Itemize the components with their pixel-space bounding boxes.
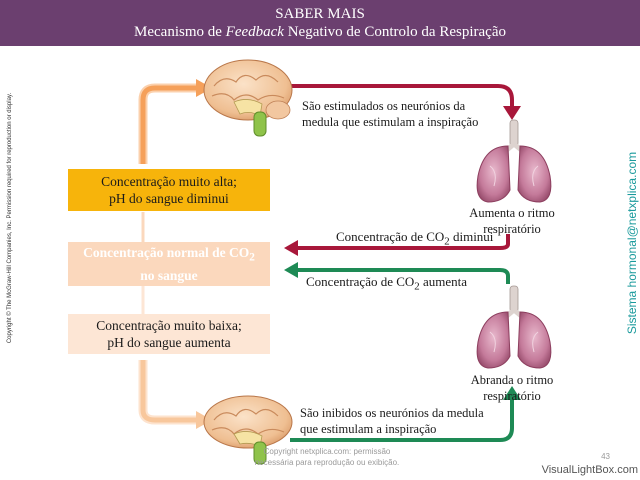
copyright-notice: Copyright © The McGraw-Hill Companies, I… xyxy=(7,92,13,344)
co2-increase-label: Concentração de CO2 aumenta xyxy=(306,274,468,293)
slide-number: 43 xyxy=(601,452,610,461)
orange-arrow-up xyxy=(138,79,212,164)
lungs-icon xyxy=(476,119,552,203)
stimulated-label: São estimulados os neurónios da medula q… xyxy=(302,99,479,129)
high-co2-line1: Concentração muito alta; xyxy=(101,174,237,189)
slide-subtitle: Mecanismo de Feedback Negativo de Contro… xyxy=(134,24,506,40)
brain-icon xyxy=(203,59,293,137)
watermark: Copyright netxplica.com: permissão neces… xyxy=(254,447,400,467)
green-arrow-middle xyxy=(284,262,510,284)
brand-label: Sistema hormonal@netxplica.com xyxy=(625,151,639,335)
slide-title: SABER MAIS xyxy=(275,6,365,22)
high-co2-box: Concentração muito alta; pH do sangue dim… xyxy=(68,169,270,211)
slide-header: SABER MAIS Mecanismo de Feedback Negativ… xyxy=(0,0,640,46)
normal-co2-box: Concentração normal de CO2 no sangue xyxy=(68,242,270,286)
co2-decrease-label: Concentração de CO2 diminui xyxy=(336,229,494,248)
low-co2-line1: Concentração muito baixa; xyxy=(96,318,242,333)
inhibited-label: São inibidos os neurónios da medula que … xyxy=(300,406,484,436)
green-arrow-bottom xyxy=(290,386,521,442)
low-co2-line2: pH do sangue aumenta xyxy=(107,335,231,350)
decrease-rate-label: Abranda o ritmo respiratório xyxy=(470,373,554,403)
high-co2-line2: pH do sangue diminui xyxy=(109,191,229,206)
red-arrow-middle xyxy=(284,234,510,256)
normal-co2-line1: Concentração normal de CO2 xyxy=(83,245,255,264)
normal-co2-line2: no sangue xyxy=(140,267,198,283)
low-co2-box: Concentração muito baixa; pH do sangue au… xyxy=(68,314,270,354)
lungs-icon xyxy=(476,285,552,369)
orange-arrow-down xyxy=(138,360,212,429)
red-arrow-top xyxy=(290,84,521,120)
brain-icon xyxy=(203,395,293,465)
site-link[interactable]: VisualLightBox.com xyxy=(541,464,638,476)
increase-rate-label: Aumenta o ritmo respiratório xyxy=(469,206,555,236)
